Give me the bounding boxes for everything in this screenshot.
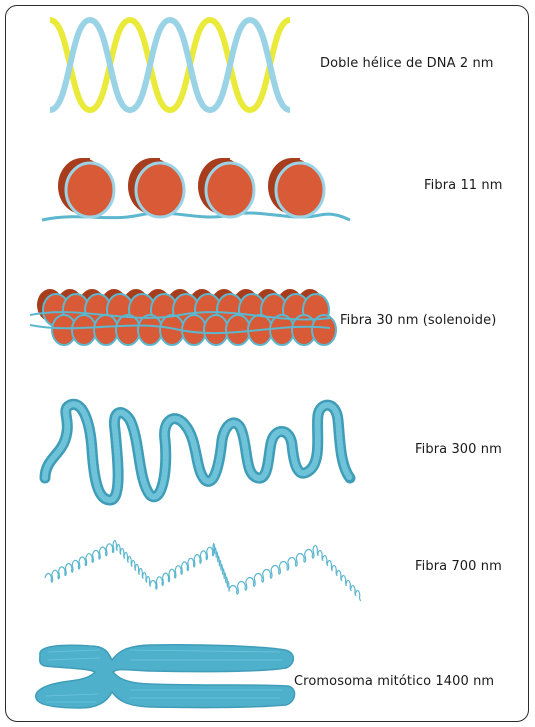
figure-frame (5, 5, 529, 722)
dna-strand-blue (48, 16, 292, 114)
dna-double-helix (48, 16, 292, 114)
nucleosome (71, 314, 97, 346)
nucleosome (128, 158, 186, 219)
nucleosome (93, 314, 119, 346)
mitotic-chromosome (35, 643, 296, 709)
label-dna: Doble hélice de DNA 2 nm (320, 56, 494, 71)
fiber-30nm-solenoid (29, 289, 337, 346)
nucleosome (137, 314, 163, 346)
fiber-300nm (39, 398, 356, 506)
fiber-11nm (41, 158, 351, 222)
label-fibra-30: Fibra 30 nm (solenoide) (340, 313, 497, 328)
nucleosome (268, 158, 326, 219)
fiber-700nm (44, 539, 362, 602)
nucleosome (311, 314, 337, 346)
nucleosome (225, 314, 251, 346)
label-fibra-700: Fibra 700 nm (415, 559, 502, 574)
label-fibra-11: Fibra 11 nm (424, 178, 503, 193)
nucleosome (198, 158, 256, 219)
nucleosome (203, 314, 229, 346)
dna-strand-yellow (48, 16, 292, 114)
nucleosome (115, 314, 141, 346)
label-cromosoma: Cromosoma mitótico 1400 nm (294, 674, 495, 689)
label-fibra-300: Fibra 300 nm (415, 442, 502, 457)
nucleosome (58, 158, 116, 219)
